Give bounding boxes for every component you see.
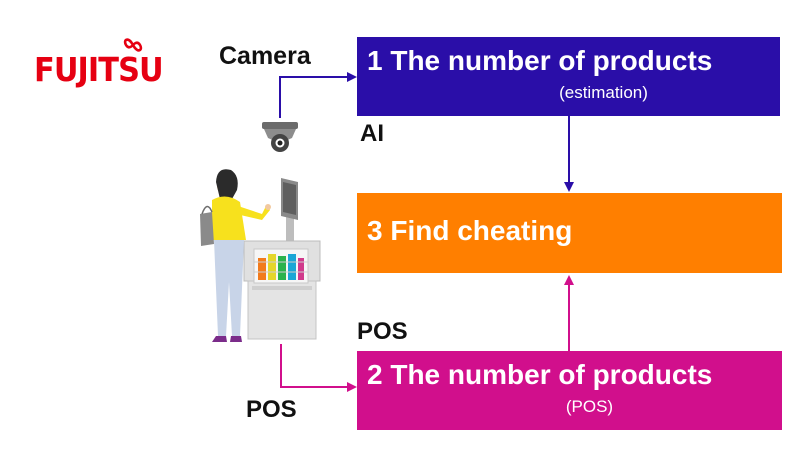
shopper-bag <box>200 212 214 246</box>
logo-infinity-icon <box>123 38 143 52</box>
camera-label: Camera <box>219 42 311 70</box>
logo-text: FUJITSU <box>34 50 164 89</box>
fujitsu-logo: FUJITSU <box>34 34 184 90</box>
shopper-pants <box>214 240 244 336</box>
shopper-shirt <box>212 196 246 240</box>
pos-label-register: POS <box>246 396 297 423</box>
box-3-find-cheating: 3 Find cheating <box>357 193 782 273</box>
box-3-title: 3 Find cheating <box>367 215 573 246</box>
box-1-title: 1 The number of products <box>367 45 713 76</box>
box-1-product-count-estimation: 1 The number of products (estimation) <box>357 37 780 116</box>
register-body <box>247 280 317 340</box>
box-2-title: 2 The number of products <box>367 359 713 390</box>
box-2-product-count-pos: 2 The number of products (POS) <box>357 351 782 430</box>
register-pole <box>286 198 294 242</box>
ai-label: AI <box>360 120 384 147</box>
camera-to-box1-arrow <box>279 76 349 118</box>
box-2-subtitle: (POS) <box>565 397 614 416</box>
register-to-box2-arrow <box>280 344 349 388</box>
pos-label-box2: POS <box>357 318 408 345</box>
box-1-subtitle: (estimation) <box>559 83 648 102</box>
